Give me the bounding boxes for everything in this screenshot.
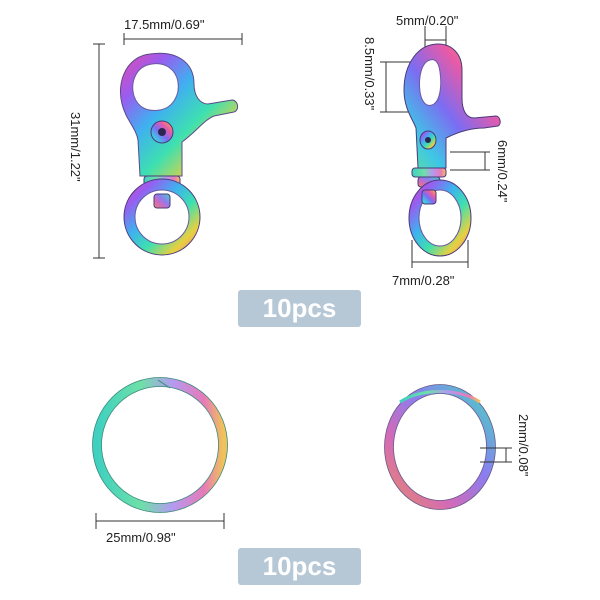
split-ring-front-diameter-dimension <box>95 513 225 529</box>
clasp-side-gate-label: 5mm/0.20" <box>396 13 459 28</box>
clasp-side-swivel-label: 6mm/0.24" <box>495 140 510 203</box>
clasp-front-width-dimension <box>123 33 243 45</box>
clasp-side-opening-label: 8.5mm/0.33" <box>362 37 377 111</box>
split-ring-side-thickness-label: 2mm/0.08" <box>516 414 531 477</box>
clasp-front-height-dimension <box>93 43 105 259</box>
clasp-front-height-label: 31mm/1.22" <box>68 112 83 182</box>
clasp-side-ring <box>408 179 472 257</box>
split-ring-side-thickness-dimension <box>480 447 512 463</box>
clasp-front-ring <box>123 178 201 256</box>
clasp-front-hook <box>120 52 239 177</box>
clasp-front-width-label: 17.5mm/0.69" <box>124 17 205 32</box>
quantity-badge-clasps: 10pcs <box>238 290 361 327</box>
split-ring-side-drawing <box>384 384 512 510</box>
clasp-side-drawing <box>380 26 501 268</box>
clasp-front-drawing <box>93 33 243 259</box>
clasp-side-swivel-dimension <box>450 151 490 171</box>
clasp-side-ring-dimension <box>411 240 469 268</box>
quantity-badge-rings: 10pcs <box>238 548 361 585</box>
clasp-side-hook <box>403 43 501 169</box>
clasp-side-ring-label: 7mm/0.28" <box>392 273 455 288</box>
split-ring-front-diameter-label: 25mm/0.98" <box>106 530 176 545</box>
split-ring-front-drawing <box>92 377 228 529</box>
